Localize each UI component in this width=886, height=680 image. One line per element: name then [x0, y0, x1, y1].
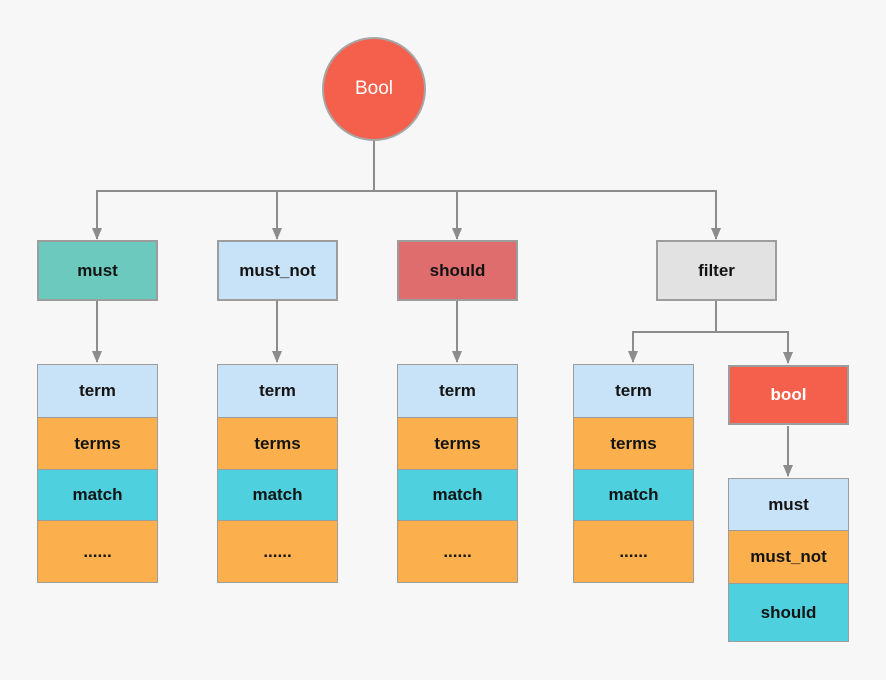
stack-cell-match: match [397, 469, 518, 521]
query-stack-should: term terms match ...... [397, 364, 518, 583]
stack-cell-match: match [37, 469, 158, 521]
nested-bool-stack: must must_not should [728, 478, 849, 642]
stack-cell-terms: terms [217, 417, 338, 470]
stack-cell-ellipsis: ...... [573, 520, 694, 583]
nested-bool-label: bool [770, 385, 807, 404]
stack-cell-match: match [573, 469, 694, 521]
stack-cell-ellipsis: ...... [37, 520, 158, 583]
stack-cell-ellipsis: ...... [397, 520, 518, 583]
query-stack-filter: term terms match ...... [573, 364, 694, 583]
clause-box-should-label: should [429, 260, 486, 280]
query-stack-must: term terms match ...... [37, 364, 158, 583]
stack-cell-should: should [728, 583, 849, 642]
clause-box-must: must [37, 240, 158, 301]
stack-cell-term: term [217, 364, 338, 418]
stack-cell-terms: terms [37, 417, 158, 470]
stack-cell-must-not: must_not [728, 530, 849, 584]
clause-box-filter-label: filter [698, 260, 735, 280]
clause-box-filter: filter [656, 240, 777, 301]
root-node-bool: Bool [322, 37, 426, 141]
stack-cell-terms: terms [397, 417, 518, 470]
stack-cell-term: term [573, 364, 694, 418]
clause-box-must-not: must_not [217, 240, 338, 301]
stack-cell-term: term [37, 364, 158, 418]
stack-cell-terms: terms [573, 417, 694, 470]
stack-cell-ellipsis: ...... [217, 520, 338, 583]
stack-cell-match: match [217, 469, 338, 521]
query-stack-must-not: term terms match ...... [217, 364, 338, 583]
clause-box-should: should [397, 240, 518, 301]
stack-cell-must: must [728, 478, 849, 531]
clause-box-must-label: must [77, 260, 118, 280]
stack-cell-term: term [397, 364, 518, 418]
nested-bool-box: bool [728, 365, 849, 425]
clause-box-must-not-label: must_not [239, 260, 316, 280]
root-node-label: Bool [354, 78, 394, 99]
